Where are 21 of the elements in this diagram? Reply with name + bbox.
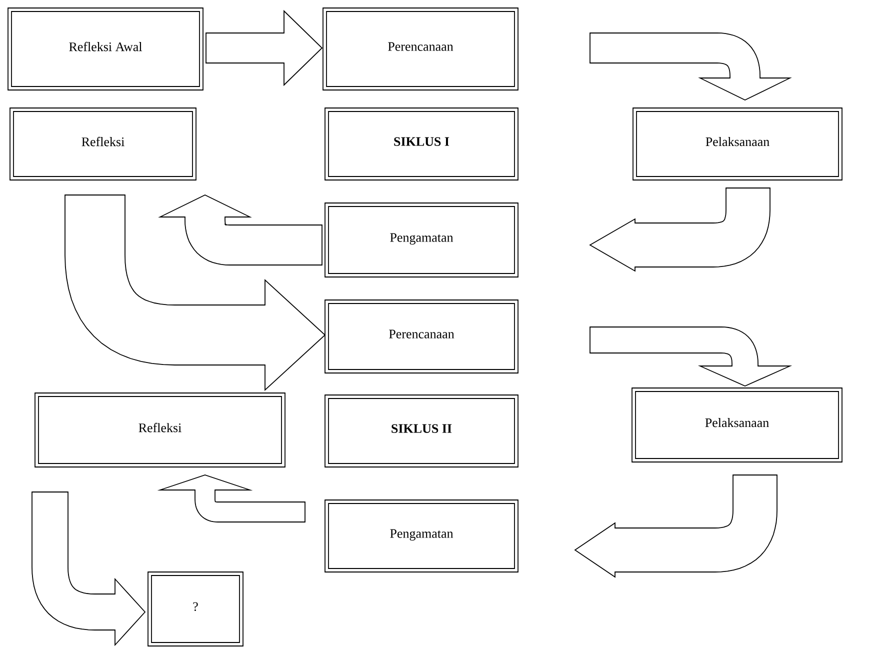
block-arrow bbox=[574, 474, 778, 578]
process-box: Perencanaan bbox=[324, 300, 518, 374]
block-arrow bbox=[206, 10, 323, 86]
process-box: SIKLUS II bbox=[324, 394, 518, 468]
process-box: Perencanaan bbox=[322, 8, 518, 90]
process-box: ? bbox=[148, 572, 244, 646]
process-box: Refleksi bbox=[34, 392, 286, 468]
process-box: Pelaksanaan bbox=[632, 388, 842, 462]
block-arrow bbox=[158, 194, 322, 266]
block-arrow bbox=[32, 492, 146, 646]
process-box: Refleksi Awal bbox=[8, 8, 204, 90]
block-arrow bbox=[157, 474, 306, 522]
block-arrow bbox=[589, 188, 770, 272]
process-box: Pelaksanaan bbox=[632, 108, 842, 180]
process-box: Refleksi bbox=[10, 108, 196, 180]
block-arrow bbox=[590, 32, 792, 100]
process-box: Pengamatan bbox=[324, 500, 518, 572]
process-box: SIKLUS I bbox=[324, 108, 518, 180]
process-box: Pengamatan bbox=[324, 202, 518, 278]
block-arrow bbox=[590, 326, 792, 386]
block-arrow bbox=[64, 194, 326, 392]
